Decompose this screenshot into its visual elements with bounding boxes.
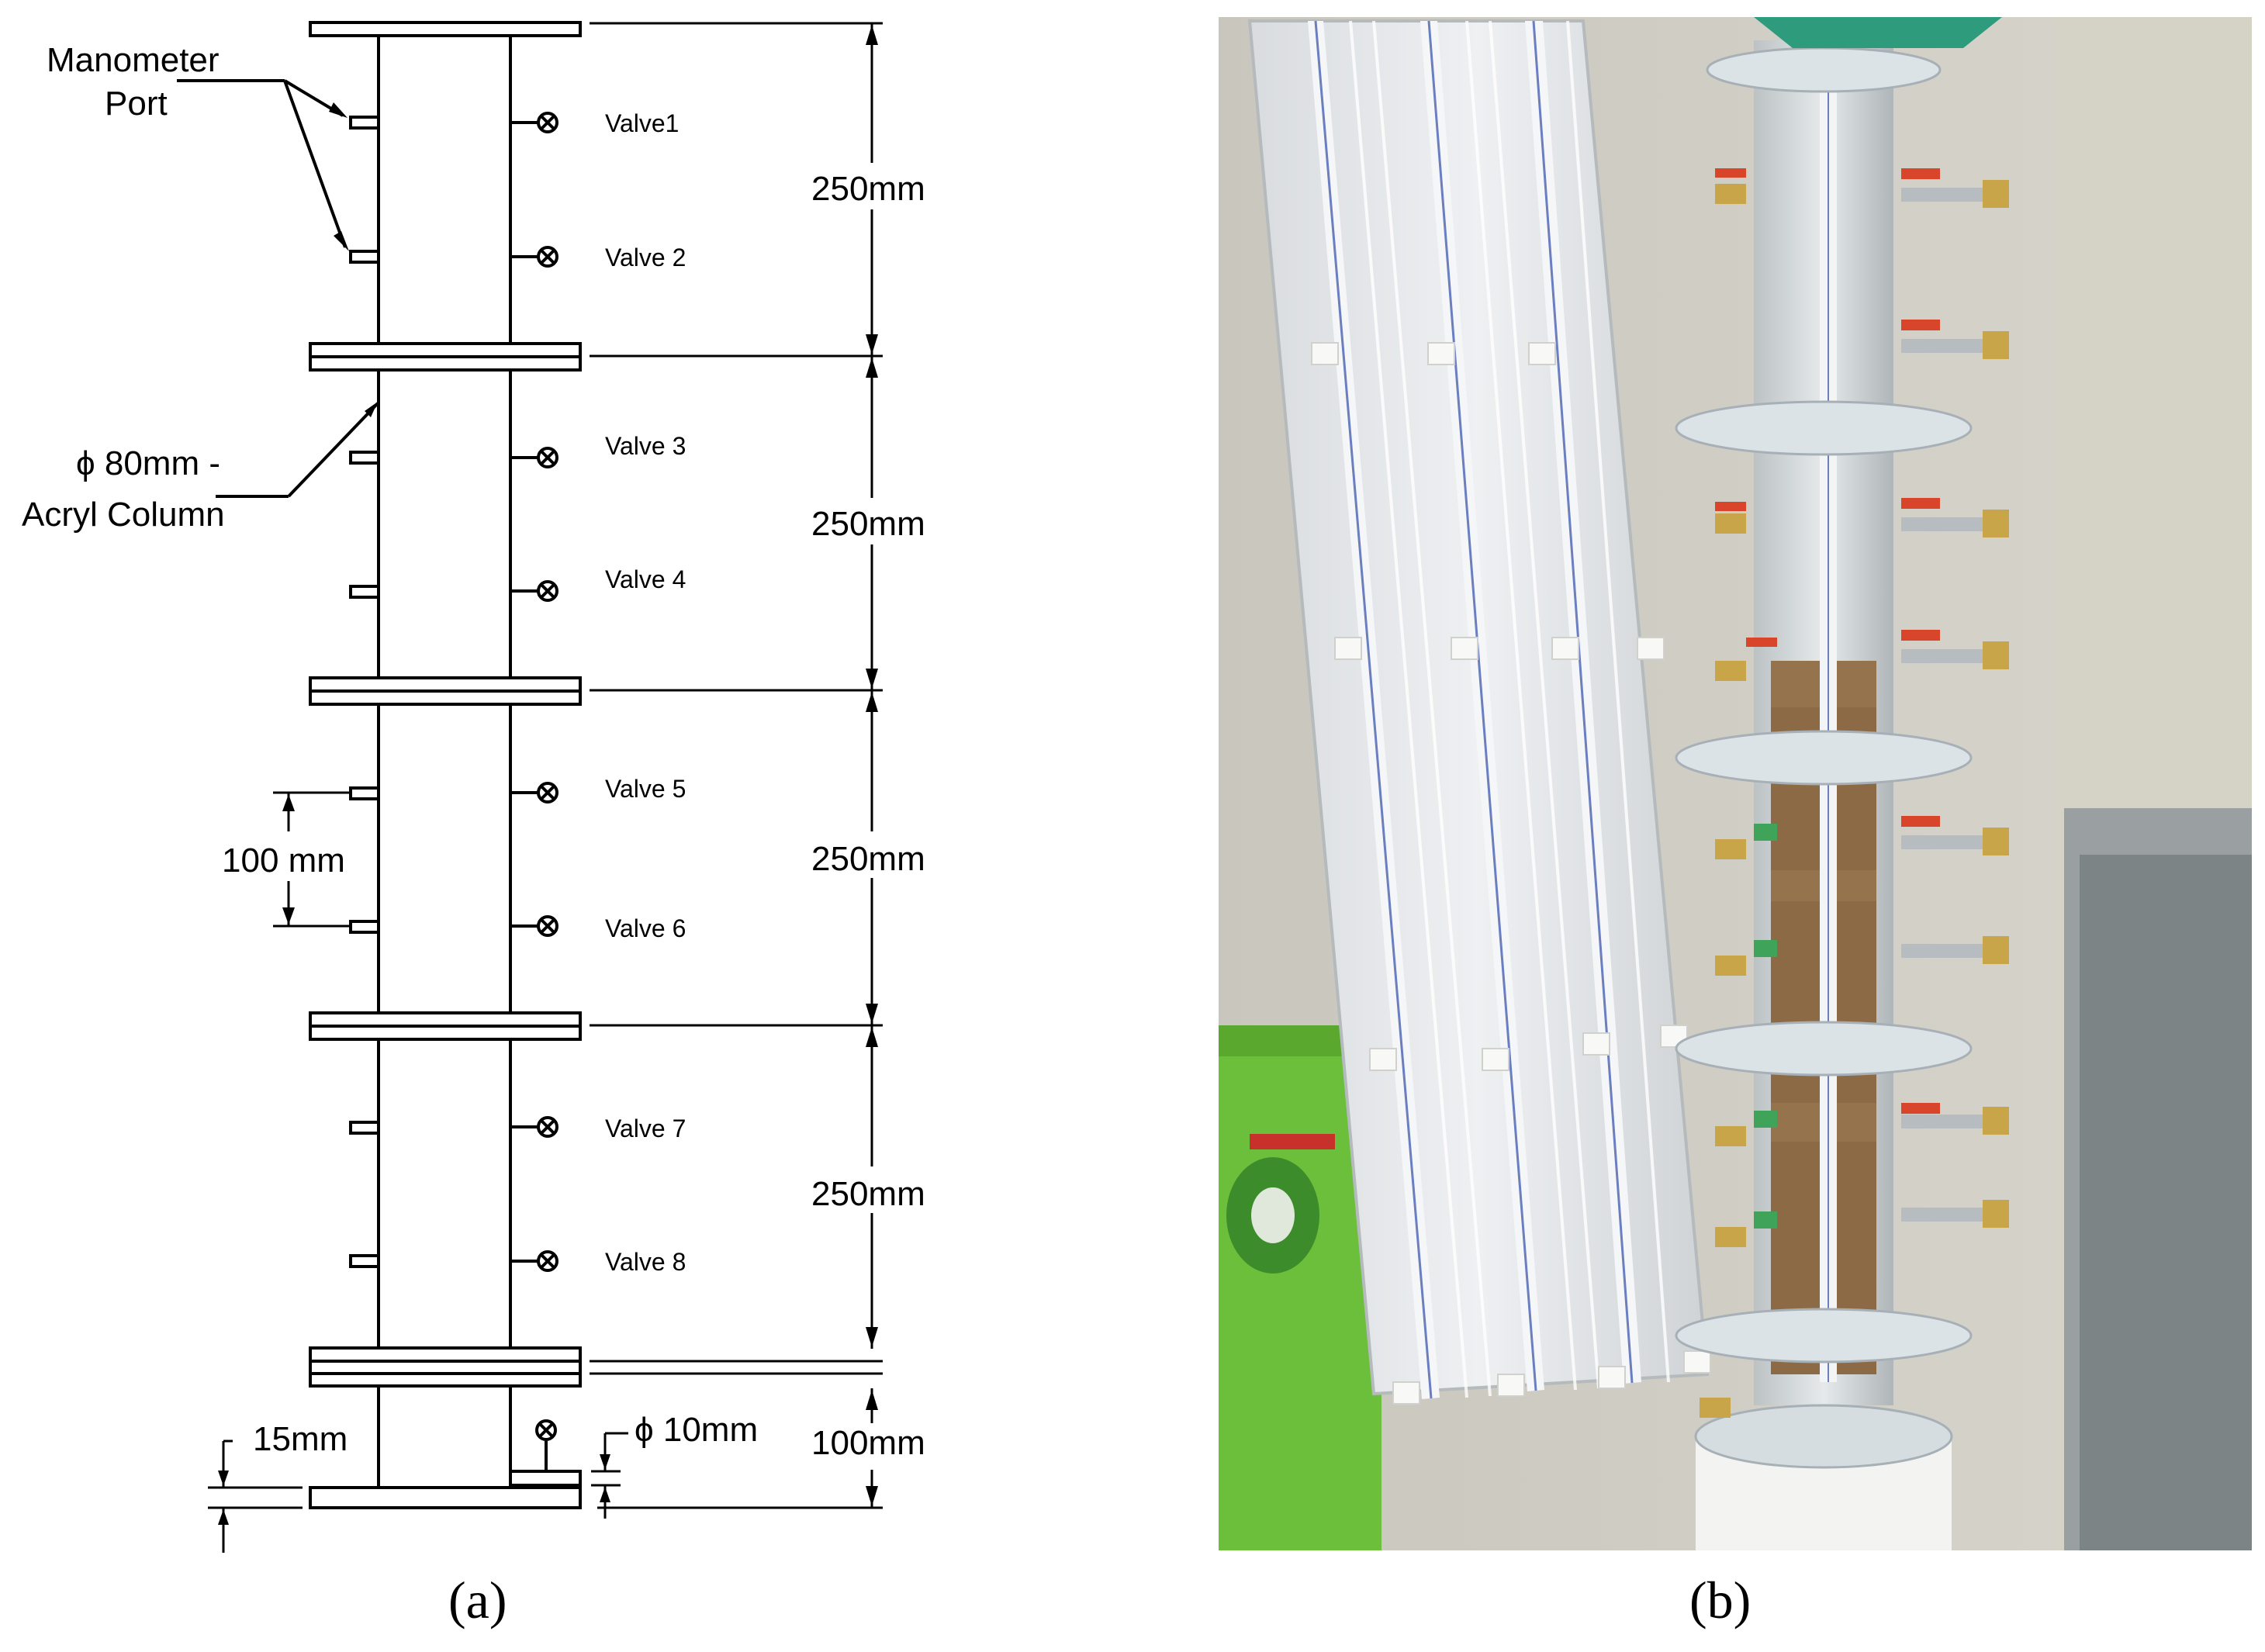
valve-label-7: Valve 7 — [605, 1115, 686, 1142]
section-dim-4: 250mm — [811, 1175, 925, 1213]
photo-valves — [1700, 168, 2009, 1418]
section-dim-1: 250mm — [811, 170, 925, 208]
manometer-ports — [349, 116, 379, 1268]
valve-label-2: Valve 2 — [605, 244, 686, 271]
section-dim-2: 250mm — [811, 505, 925, 543]
column-label-line1: ϕ 80mm - — [76, 444, 220, 482]
valve-label-8: Valve 8 — [605, 1248, 686, 1276]
outlet-diameter-label: ϕ 10mm — [635, 1411, 758, 1449]
manometer-label-line2: Port — [105, 85, 168, 123]
outlet-valve — [509, 1419, 582, 1487]
flange-top — [309, 21, 582, 37]
photo-flange-1 — [1675, 400, 1973, 456]
valve-label-6: Valve 6 — [605, 914, 686, 942]
valve-label-1: Valve1 — [605, 109, 679, 137]
photo-flange-2 — [1675, 730, 1973, 786]
arrowheads — [218, 25, 878, 1525]
flange-thickness-label: 15mm — [253, 1420, 348, 1458]
flange-bottom — [309, 1486, 582, 1509]
photo-flange-top — [1706, 47, 1942, 93]
caption-a: (a) — [448, 1571, 507, 1630]
acryl-column — [377, 36, 512, 1488]
apparatus-photo — [1219, 17, 2252, 1550]
photo-flange-3 — [1675, 1021, 1973, 1077]
port-spacing-label: 100 mm — [222, 842, 345, 880]
section-dim-3: 250mm — [811, 840, 925, 878]
caption-b: (b) — [1689, 1571, 1751, 1630]
valve-label-4: Valve 4 — [605, 565, 686, 593]
manometer-label-line1: Manometer — [47, 41, 220, 79]
manometer-leader — [177, 79, 347, 248]
dimension-lines — [208, 22, 883, 1553]
column-leader — [216, 402, 379, 498]
photo-flange-4 — [1675, 1308, 1973, 1363]
column-schematic: Manometer Port ϕ 80mm - Acryl Column Val… — [22, 21, 925, 1553]
flange-4 — [309, 1346, 582, 1388]
valves — [510, 112, 558, 1272]
valve-label-3: Valve 3 — [605, 432, 686, 460]
valve-label-5: Valve 5 — [605, 775, 686, 803]
section-dim-5: 100mm — [811, 1424, 925, 1462]
column-label-line2: Acryl Column — [22, 496, 225, 534]
